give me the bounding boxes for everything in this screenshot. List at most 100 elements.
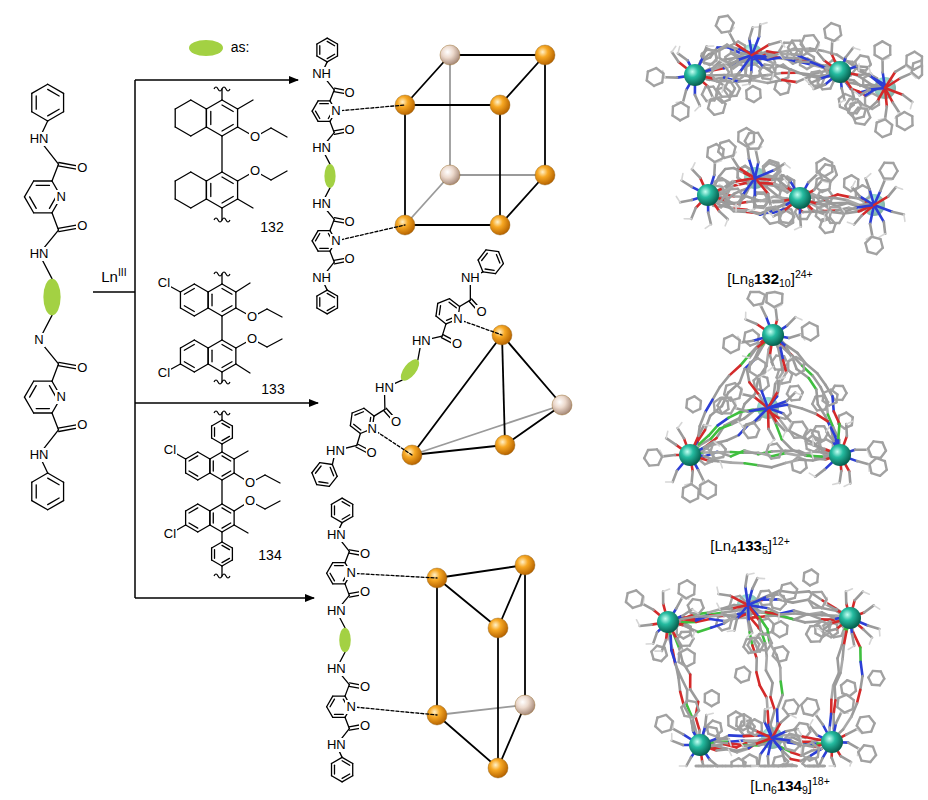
model-bond	[695, 717, 699, 731]
model-bond	[746, 319, 757, 324]
model-bond	[784, 42, 793, 44]
model-bond	[680, 116, 688, 120]
model-bond	[880, 163, 885, 171]
model-bond	[801, 698, 807, 705]
model-bond	[885, 119, 892, 125]
model-bond	[692, 609, 698, 613]
model-bond	[644, 458, 649, 465]
model-bond	[781, 294, 784, 303]
model-bond	[768, 212, 773, 217]
model-bond	[698, 628, 711, 632]
model-bond	[864, 97, 867, 105]
model-bond	[717, 737, 729, 740]
model-bond	[869, 101, 878, 109]
model-bond	[698, 608, 703, 614]
model-bond	[759, 141, 763, 149]
model-bond	[737, 171, 740, 179]
model-bond	[904, 112, 912, 116]
molecular-model	[647, 16, 922, 254]
model-bond	[848, 743, 858, 749]
model-bond	[882, 55, 890, 60]
model-bond	[677, 584, 680, 593]
model-bond	[771, 457, 779, 458]
model-bond	[700, 481, 708, 485]
model-bond	[686, 594, 694, 598]
model-bond	[712, 744, 724, 746]
model-bond	[857, 690, 860, 704]
model-bond	[739, 128, 747, 132]
model-bond	[626, 593, 628, 602]
model-bond	[682, 497, 689, 502]
model-bond	[814, 765, 823, 767]
model-bond	[784, 57, 793, 59]
model-bond	[792, 215, 794, 223]
model-bond	[741, 341, 753, 343]
model-bond	[765, 175, 774, 178]
model-bond	[734, 49, 737, 58]
model-bond	[897, 126, 905, 130]
model-bond	[870, 88, 885, 90]
model-bond	[839, 100, 845, 104]
model-bond	[745, 463, 759, 465]
model-bond	[816, 326, 819, 335]
model-bond	[732, 205, 739, 207]
model-bond	[816, 700, 819, 709]
model-bond	[789, 422, 793, 430]
model-bond	[814, 443, 825, 452]
model-bond	[816, 390, 818, 405]
model-bond	[790, 385, 798, 388]
model-bond	[698, 470, 703, 481]
model-bond	[663, 589, 670, 592]
model-bond	[759, 90, 762, 98]
model-bond	[752, 45, 769, 55]
model-bond	[772, 178, 784, 180]
model-bond	[671, 734, 673, 741]
model-bond	[714, 113, 723, 115]
model-bond	[777, 423, 785, 432]
model-bond	[856, 205, 874, 208]
model-bond	[843, 717, 851, 730]
model-bond	[803, 736, 818, 739]
model-bond	[681, 677, 687, 690]
model-bond	[673, 729, 683, 735]
model-bond	[806, 364, 817, 373]
model-bond	[779, 213, 782, 222]
model-bond	[891, 125, 892, 134]
model-bond	[735, 718, 738, 726]
model-bond	[863, 592, 870, 595]
model-bond	[705, 416, 710, 430]
model-bond	[824, 51, 837, 55]
model-bond	[793, 470, 800, 473]
model-bond	[860, 77, 872, 85]
model-bond	[868, 625, 879, 628]
model-bond	[802, 409, 816, 414]
model-bond	[870, 464, 872, 473]
model-bond	[647, 72, 648, 81]
model-bond	[722, 187, 725, 195]
model-bond	[643, 604, 653, 610]
model-bond	[679, 662, 687, 667]
model-bond	[722, 85, 723, 92]
model-bond	[731, 398, 740, 400]
model-bond	[791, 759, 801, 761]
model-bond	[815, 469, 825, 476]
model-bond	[811, 640, 820, 643]
model-bond	[718, 152, 724, 158]
model-bond	[768, 367, 773, 371]
model-bond	[880, 239, 882, 248]
model-bond	[708, 481, 716, 486]
model-bond	[653, 632, 657, 643]
model-bond	[875, 55, 883, 59]
model-bond	[679, 765, 686, 767]
model-bond	[748, 299, 754, 306]
model-bond	[679, 593, 686, 598]
model-bond	[793, 51, 798, 59]
model-bond	[776, 710, 779, 724]
model-bond	[731, 406, 736, 414]
model-bond	[720, 424, 732, 429]
model-bond	[676, 598, 682, 609]
model-bond	[840, 471, 842, 483]
model-bond	[724, 394, 730, 400]
model-bond	[839, 215, 844, 223]
model-bond	[710, 406, 722, 416]
